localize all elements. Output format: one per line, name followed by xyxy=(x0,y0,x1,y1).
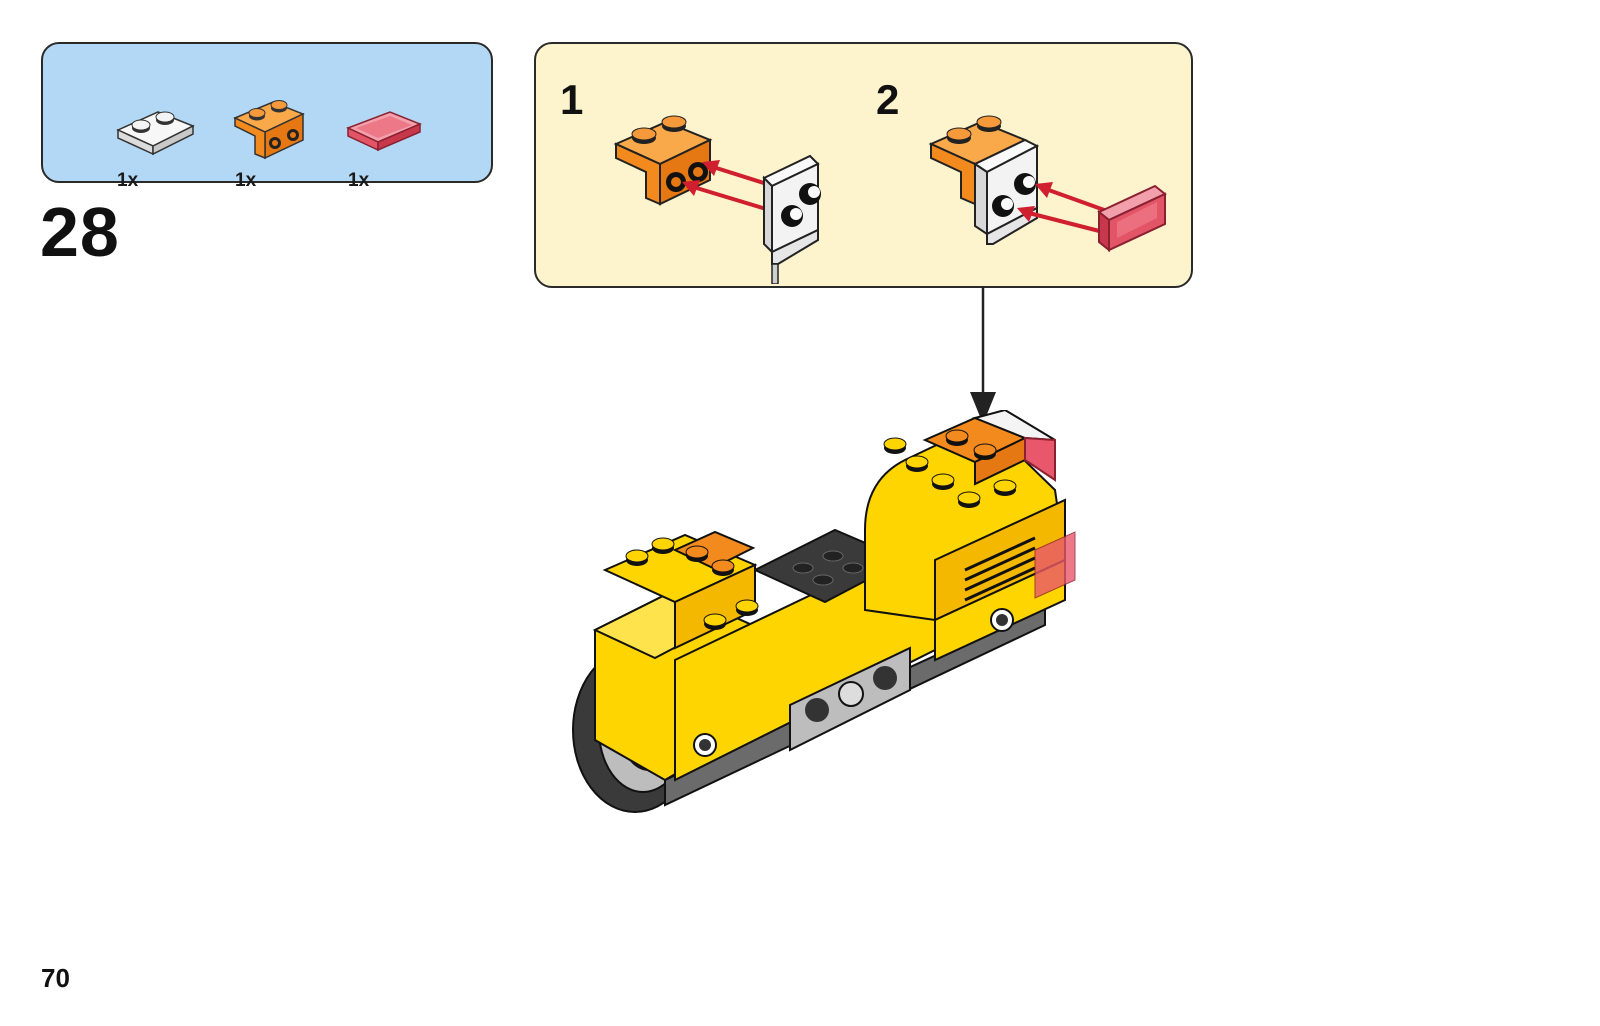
orange-bracket-icon xyxy=(231,70,321,170)
sub-step-2-illustration xyxy=(921,94,1181,284)
quantity-label: 1x xyxy=(117,170,138,192)
connector-arrow-icon xyxy=(968,286,998,426)
sub-step-number: 1 xyxy=(560,76,583,124)
quantity-label: 1x xyxy=(235,170,256,192)
page-number: 70 xyxy=(41,963,70,994)
step-number: 28 xyxy=(40,192,120,272)
sub-step-1-illustration xyxy=(606,94,846,284)
red-arrow-icon xyxy=(682,180,776,212)
parts-item: 1x xyxy=(231,70,321,180)
sub-step-number: 2 xyxy=(876,76,899,124)
sub-assembly-box: 1 2 xyxy=(534,42,1193,288)
parts-item: 1x xyxy=(344,70,434,180)
trans-red-tile-icon xyxy=(344,70,434,170)
white-plate-with-bracket-icon xyxy=(113,70,203,170)
parts-item: 1x xyxy=(113,70,203,180)
parts-list-box: 1x 1x 1x xyxy=(41,42,493,183)
model-illustration xyxy=(565,410,1125,830)
quantity-label: 1x xyxy=(348,170,369,192)
